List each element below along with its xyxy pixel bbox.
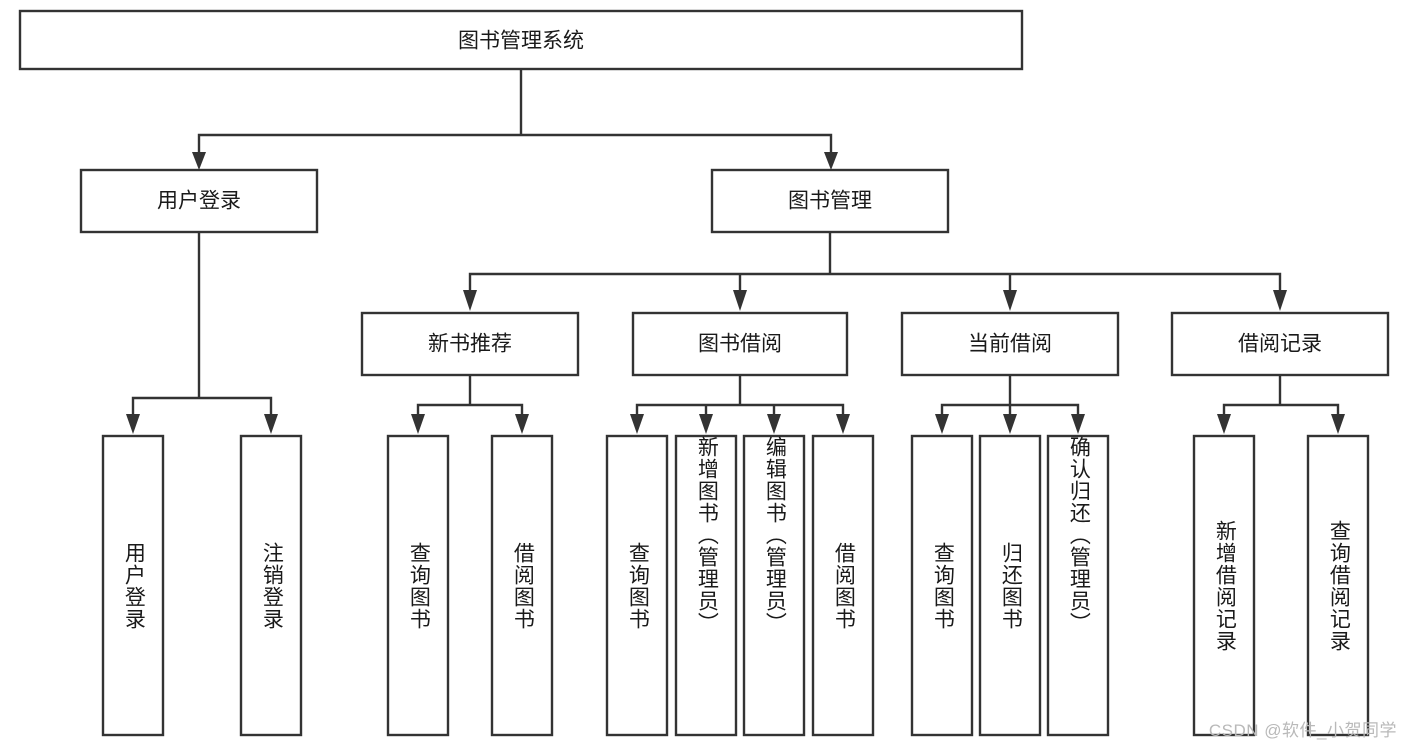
arrow-head-leaf-query-record [1331,414,1345,434]
node-box-leaf-borrow-book-1[interactable] [490,434,554,737]
connector-newbookrec-to-leaves [416,373,524,422]
arrow-head-leaf-query-book-3 [935,414,949,434]
node-label-borrow-record: 借阅记录 [1238,333,1322,356]
node-label-user-login: 用户登录 [157,190,241,213]
node-box-leaf-query-book-1[interactable] [386,434,450,737]
node-box-leaf-return-book[interactable] [978,434,1042,737]
node-box-current-borrow[interactable] [900,311,1120,377]
node-box-user-login[interactable] [79,168,319,234]
watermark-text: CSDN @软件_小贺同学 [1208,721,1397,740]
arrow-head-current-borrow [1003,290,1017,311]
node-box-new-book-rec[interactable] [360,311,580,377]
arrow-head-leaf-borrow-book-2 [836,414,850,434]
node-box-leaf-query-book-2[interactable] [605,434,669,737]
arrow-head-leaf-return-book [1003,414,1017,434]
arrow-head-book-borrow [733,290,747,311]
node-box-leaf-query-book-3[interactable] [910,434,974,737]
node-box-book-borrow[interactable] [631,311,849,377]
arrow-head-leaf-confirm-return [1071,414,1085,434]
node-label-root: 图书管理系统 [458,30,584,53]
arrow-head-leaf-edit-book [767,414,781,434]
node-box-borrow-record[interactable] [1170,311,1390,377]
node-label-new-book-rec: 新书推荐 [428,333,512,356]
arrow-head-leaf-query-book-2 [630,414,644,434]
arrow-head-user-login [192,152,206,170]
node-box-root[interactable] [18,9,1024,71]
connector-bookmanage-to-level3 [468,230,1282,298]
connector-userlogin-to-leaves [131,230,273,422]
arrow-head-leaf-user-login [126,414,140,434]
node-box-leaf-confirm-return[interactable] [1046,434,1110,737]
connector-borrowrecord-to-leaves [1222,373,1340,422]
connector-currentborrow-to-leaves [940,373,1080,422]
arrow-head-leaf-borrow-book-1 [515,414,529,434]
node-box-leaf-query-record[interactable] [1306,434,1370,737]
node-label-book-manage: 图书管理 [788,190,872,213]
arrow-head-leaf-query-book-1 [411,414,425,434]
node-label-book-borrow: 图书借阅 [698,333,782,356]
arrow-head-leaf-add-book [699,414,713,434]
node-box-book-manage[interactable] [710,168,950,234]
connector-bookborrow-to-leaves [635,373,845,422]
node-box-leaf-add-book[interactable] [674,434,738,737]
node-label-current-borrow: 当前借阅 [968,333,1052,356]
arrow-head-borrow-record [1273,290,1287,311]
arrow-head-book-manage [824,152,838,170]
connector-root-to-level2 [197,67,833,160]
arrow-head-leaf-add-record [1217,414,1231,434]
node-box-leaf-edit-book[interactable] [742,434,806,737]
node-box-leaf-add-record[interactable] [1192,434,1256,737]
node-layer: 图书管理系统 用户登录 图书管理 新书推荐 图书借阅 当前借阅 借阅记录 [18,9,1390,737]
arrow-head-new-book-rec [463,290,477,311]
node-box-leaf-logout[interactable] [239,434,303,737]
node-box-leaf-borrow-book-2[interactable] [811,434,875,737]
arrow-head-leaf-logout [264,414,278,434]
node-box-leaf-user-login[interactable] [101,434,165,737]
connector-layer [126,67,1345,434]
